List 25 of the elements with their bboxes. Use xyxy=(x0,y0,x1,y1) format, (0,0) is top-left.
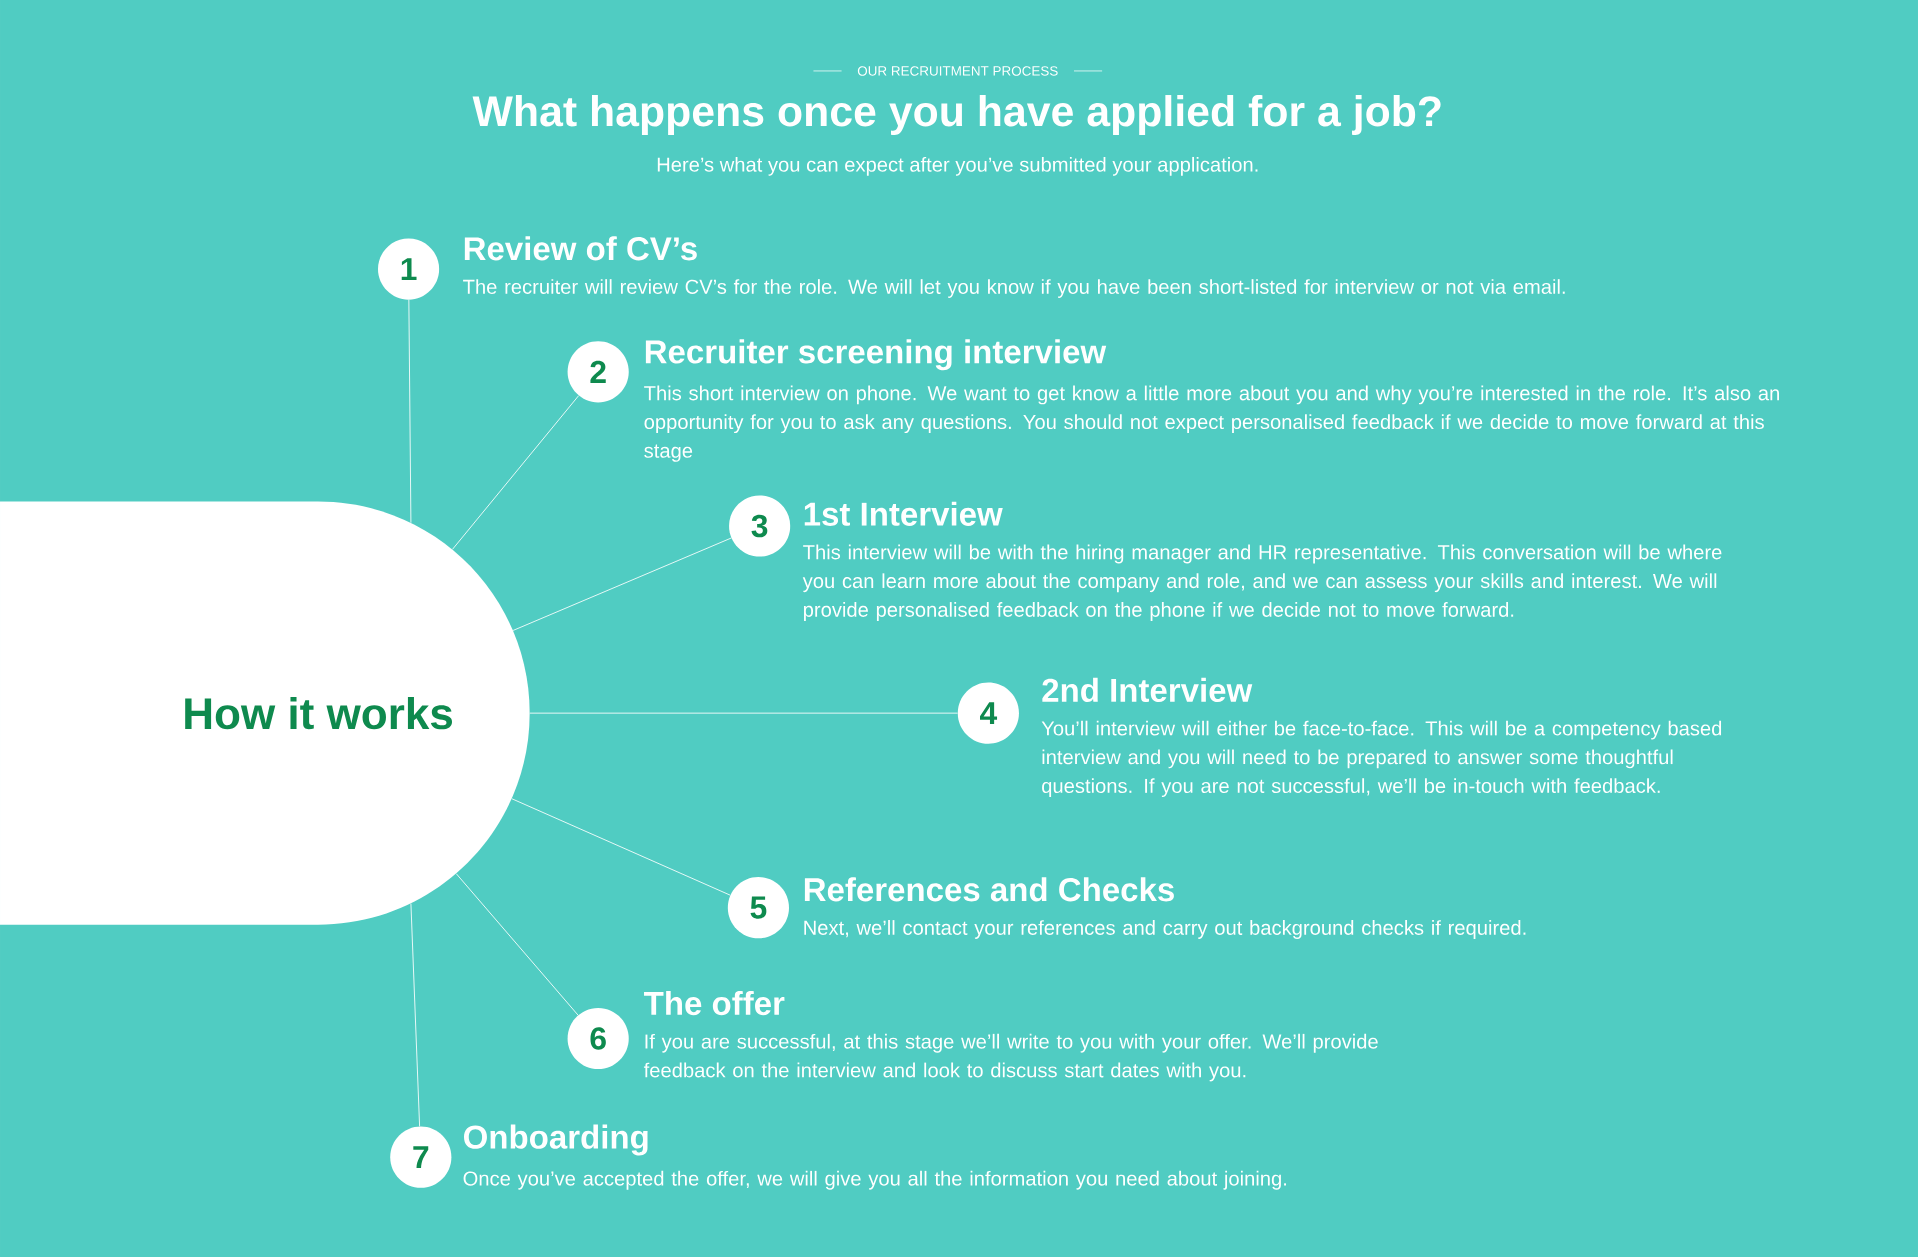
step-heading: 1st Interview xyxy=(804,501,1003,526)
connector-line xyxy=(529,712,958,714)
connector-line xyxy=(511,798,731,896)
page-title: What happens once you have applied for a job? xyxy=(472,94,1441,135)
step-heading: The offer xyxy=(644,990,785,1015)
step-description: This short interview on phone. We want to get know a little more about you and why you’re interested in the role. It’s also an opportunity for you to ask any questions. You should not expect personalised feedback if we decide to move forward at this stage xyxy=(644,385,1779,462)
step-heading: References and Checks xyxy=(804,876,1174,902)
step-description: The recruiter will review CV’s for the role. We will let you know if you have been short-listed for interview or not via email. xyxy=(463,278,1565,298)
step-description: You’ll interview will either be face-to-face. This will be a competency based interview and you will need to be prepared to answer some thoughtful questions. If you are not successful, we’ll be in-touch with feedback. xyxy=(1041,720,1722,797)
connector-line xyxy=(512,537,732,631)
eyebrow-label: OUR RECRUITMENT PROCESS xyxy=(857,65,1058,76)
step-description: Next, we’ll contact your references and carry out background checks if required. xyxy=(804,919,1526,939)
step-heading: 2nd Interview xyxy=(1042,677,1253,702)
connector-line xyxy=(452,395,580,550)
step-heading: Onboarding xyxy=(464,1124,648,1156)
step-heading: Review of CV’s xyxy=(464,235,697,261)
step-description: This interview will be with the hiring manager and HR representative. This conversation will be where you can learn more about the company and role, and we can assess your skills and interest. We will provide personalised feedback on the phone if we decide not to move forward. xyxy=(802,544,1722,621)
half-circle-panel: How it works xyxy=(0,501,530,925)
connector-line xyxy=(410,902,421,1127)
connector-line xyxy=(455,873,579,1016)
step-description: Once you’ve accepted the offer, we will give you all the information you need about joining. xyxy=(463,1170,1286,1190)
step-description: If you are successful, at this stage we’ll write to you with your offer. We’ll provide feedback on the interview and look to discuss start dates with you. xyxy=(643,1033,1378,1082)
subtitle: Here’s what you can expect after you’ve submitted your application. xyxy=(657,156,1258,176)
step-heading: Recruiter screening interview xyxy=(645,339,1107,370)
connector-line xyxy=(408,299,412,523)
